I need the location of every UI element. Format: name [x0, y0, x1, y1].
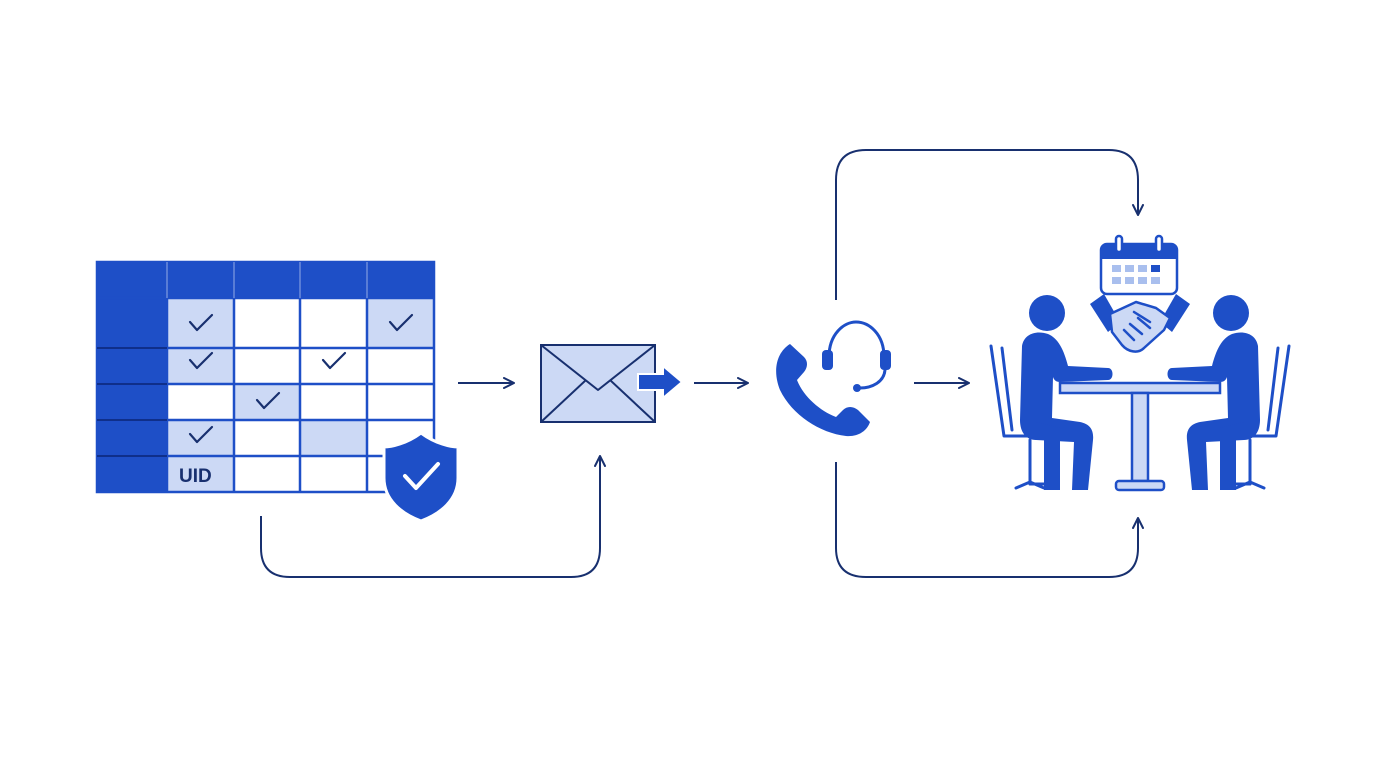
check-icon: [388, 313, 414, 332]
meeting-people-icon: [989, 295, 1291, 492]
check-icon: [321, 351, 347, 370]
shield-check-icon: [382, 431, 460, 523]
loop-arrow-top-to-calendar: [835, 149, 1144, 300]
cell-check-icons: [188, 313, 414, 444]
loop-arrow-spreadsheet-to-email: [260, 455, 606, 578]
meeting-table: [1058, 381, 1222, 492]
check-icon: [188, 425, 214, 444]
uid-label: UID: [179, 466, 212, 487]
check-icon: [188, 313, 214, 332]
person-right: [1167, 295, 1260, 490]
headset-icon: [822, 320, 891, 392]
handshake-icon: [1090, 294, 1190, 353]
check-icon: [255, 391, 281, 410]
email-send-icon: [540, 344, 684, 423]
calendar-icon: [1099, 234, 1179, 296]
loop-arrow-bottom-to-meeting: [835, 462, 1144, 578]
phone-icon: [776, 344, 870, 437]
check-icon: [188, 351, 214, 370]
person-left: [1020, 295, 1113, 490]
spreadsheet-icon: UID: [95, 260, 436, 494]
